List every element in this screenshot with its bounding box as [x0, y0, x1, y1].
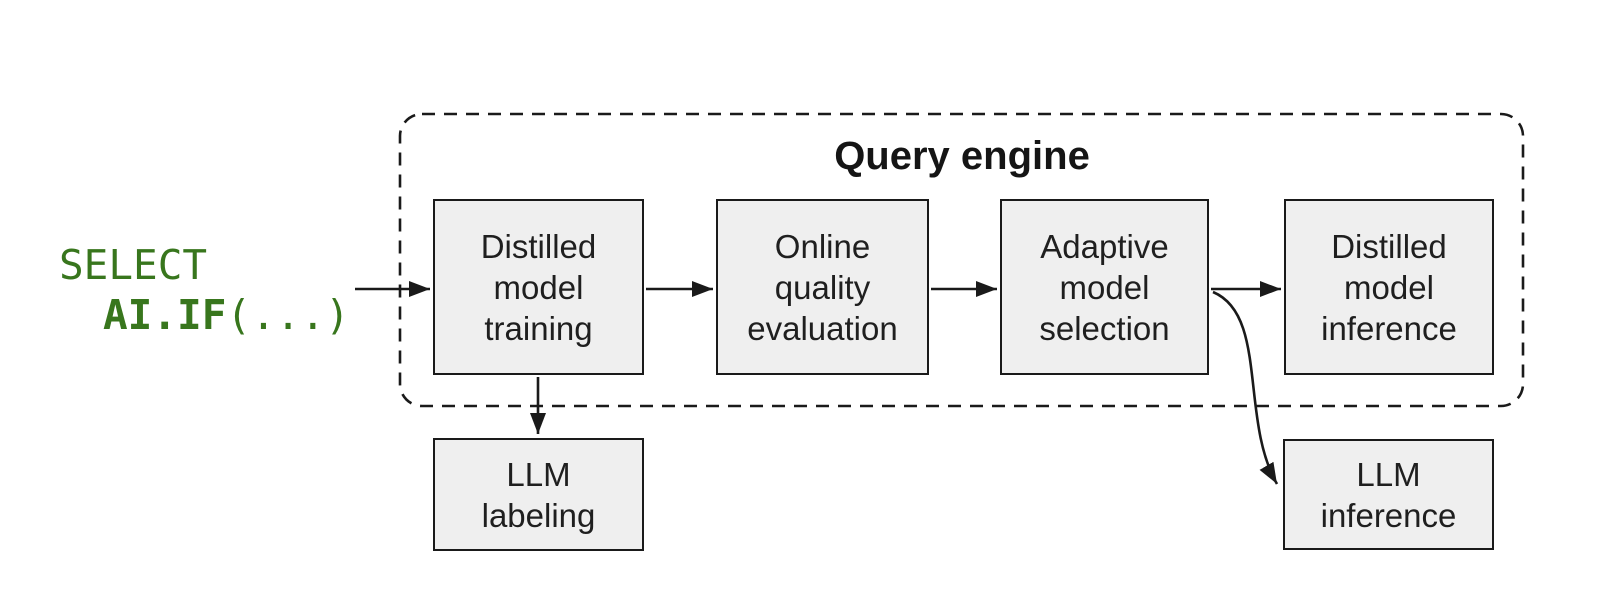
node-distilled-model-training: Distilled model training	[433, 199, 644, 375]
node-llm-inference: LLM inference	[1283, 439, 1494, 550]
query-engine-title: Query engine	[834, 134, 1090, 178]
node-adaptive-model-selection: Adaptive model selection	[1000, 199, 1209, 375]
sql-function-arguments: (...)	[226, 291, 350, 339]
sql-select-keyword: SELECT	[59, 241, 208, 289]
node-label: LLM labeling	[481, 455, 596, 534]
node-label: Online quality evaluation	[747, 227, 898, 347]
node-label: Distilled model training	[480, 227, 597, 347]
query-engine-container-border	[398, 112, 1525, 408]
arrow-selection-to-llm-inference	[1212, 290, 1279, 485]
node-llm-labeling: LLM labeling	[433, 438, 644, 551]
sql-ai-if-function: AI.IF	[103, 291, 227, 339]
sql-query-text: SELECT AI.IF(...)	[59, 240, 350, 340]
node-label: Adaptive model selection	[1039, 227, 1170, 347]
node-online-quality-evaluation: Online quality evaluation	[716, 199, 929, 375]
node-distilled-model-inference: Distilled model inference	[1284, 199, 1494, 375]
node-label: Distilled model inference	[1321, 227, 1457, 347]
node-label: LLM inference	[1320, 455, 1457, 534]
sql-function-call: AI.IF(...)	[59, 290, 350, 340]
